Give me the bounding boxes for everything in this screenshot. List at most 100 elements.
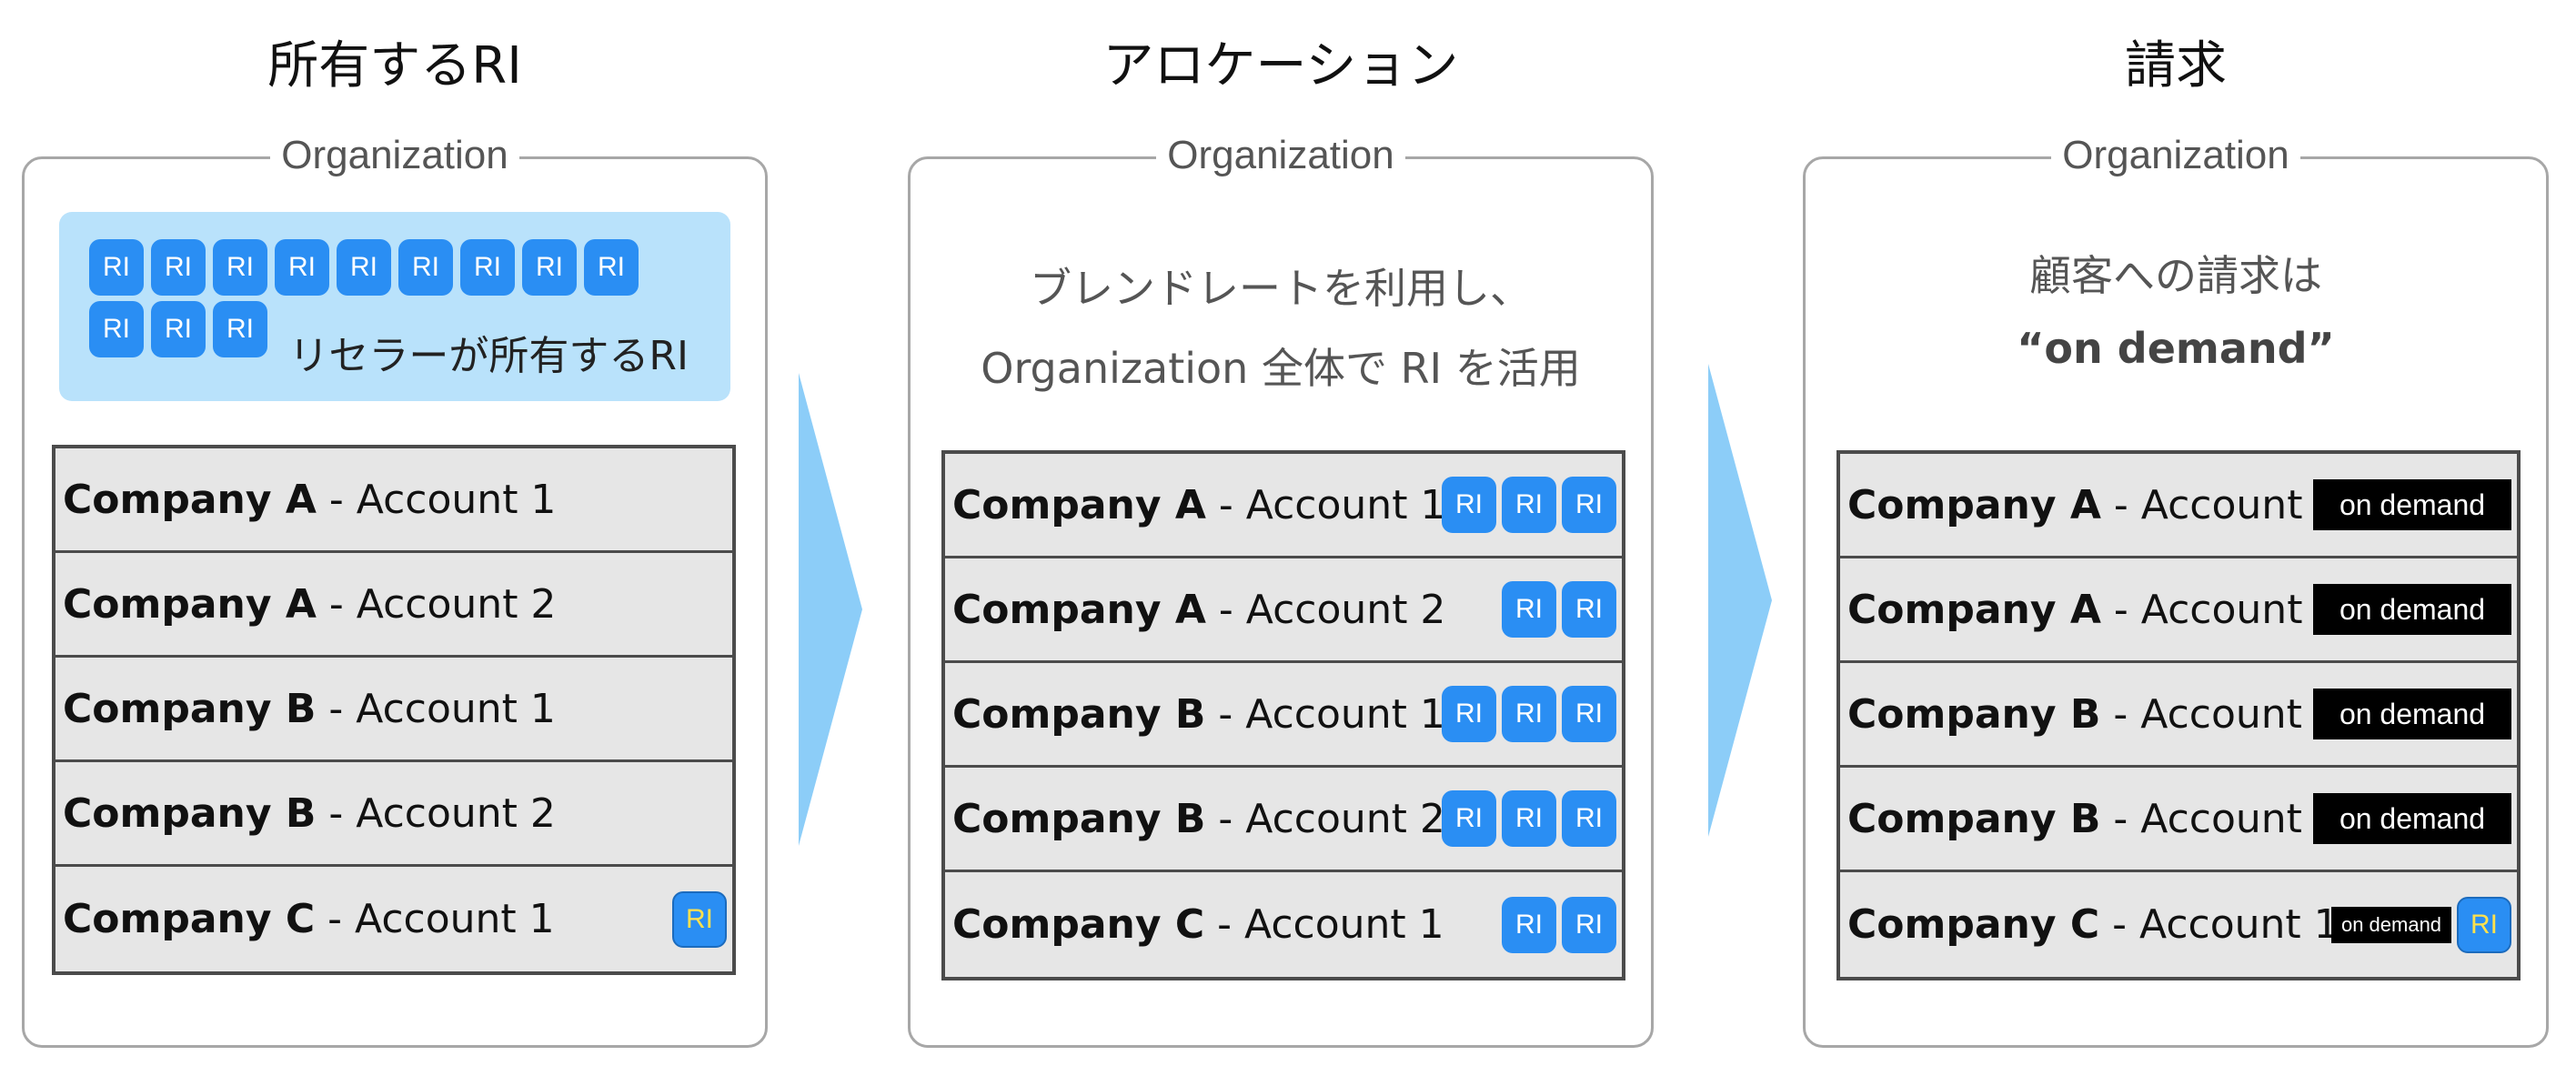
ri-chip-owned: RI [672,890,727,948]
column-title-allocation: アロケーション [1102,35,1459,96]
on-demand-badge: on demand [2313,584,2511,635]
ri-chip: RI [1502,581,1556,638]
ri-chip-owned: RI [2457,896,2511,953]
account-name: Company B - Account 2 [1847,796,2340,842]
company-name: Company C [952,901,1205,948]
company-name: Company C [1847,901,2100,948]
organization-legend: Organization [911,128,1651,183]
account-badges: on demand [2313,479,2511,530]
company-name: Company B [1847,795,2101,842]
ri-chip: RI [213,301,267,357]
on-demand-badge: on demand [2313,689,2511,739]
ri-chip: RI [337,239,391,296]
account-badges: on demand [2313,584,2511,635]
company-name: Company A [1847,481,2101,528]
account-label: - Account 2 [1205,586,1446,633]
account-name: Company B - Account 1 [952,691,1445,738]
organization-legend: Organization [25,128,765,183]
ri-chip: RI [1442,477,1496,533]
account-name: Company C - Account 1 [1847,901,2340,948]
account-label: - Account 2 [2100,586,2341,633]
account-badges: on demand [2313,689,2511,739]
account-name: Company A - Account 2 [63,581,556,628]
ri-chip: RI [1562,686,1616,742]
account-row: Company B - Account 2 [55,762,732,867]
ri-chip: RI [1562,477,1616,533]
account-label: - Account 1 [2100,690,2340,738]
on-demand-badge-small: on demand [2331,906,2451,943]
account-name: Company B - Account 2 [63,790,556,837]
account-name: Company B - Account 1 [1847,691,2340,738]
company-name: Company A [952,586,1206,633]
ri-pool-label: リセラーが所有するRI [288,333,689,379]
on-demand-badge: on demand [2313,793,2511,844]
account-label: - Account 1 [316,685,556,732]
billing-caption-line1: 顧客への請求は [2029,251,2322,300]
allocation-caption-line1: ブレンドレートを利用し、 [1030,264,1532,313]
arrow-right-icon [799,373,862,846]
ri-chip: RI [1562,790,1616,847]
billing-caption-emphasis: “on demand” [2017,324,2335,373]
ri-chip: RI [1502,896,1556,953]
company-name: Company B [63,789,317,837]
organization-panel-allocation: Organization ブレンドレートを利用し、 Organization 全… [908,128,1654,1048]
ri-chip: RI [89,301,144,357]
organization-panel-billing: Organization 顧客への請求は “on demand” Company… [1803,128,2549,1048]
company-name: Company B [952,690,1206,738]
ri-chip: RI [1442,686,1496,742]
account-row: Company B - Account 1 [55,658,732,762]
company-name: Company A [63,476,317,523]
ri-chip: RI [1502,686,1556,742]
company-name: Company B [63,685,317,732]
organization-legend: Organization [1806,128,2546,183]
ri-chip: RI [151,301,206,357]
ri-chip: RI [1442,790,1496,847]
company-name: Company A [952,481,1206,528]
column-title-owned-ri: 所有するRI [267,35,522,96]
account-row: Company C - Account 1 RI [55,867,732,971]
company-name: Company A [1847,586,2101,633]
account-name: Company A - Account 2 [1847,587,2340,633]
account-name: Company B - Account 1 [63,686,556,732]
ri-chip: RI [275,239,329,296]
account-name: Company A - Account 1 [63,477,556,523]
ri-chip: RI [1502,477,1556,533]
on-demand-badge: on demand [2313,479,2511,530]
ri-chip: RI [89,239,144,296]
ri-chip: RI [398,239,453,296]
account-name: Company B - Account 2 [952,796,1445,842]
ri-chip: RI [151,239,206,296]
ri-chip: RI [584,239,639,296]
company-name: Company A [63,580,317,628]
account-name: Company A - Account 1 [952,482,1445,528]
ri-chip: RI [1502,790,1556,847]
company-name: Company C [63,896,316,942]
account-label: - Account 1 [1205,481,1446,528]
account-name: Company C - Account 1 [63,896,555,942]
account-label: - Account 1 [1204,901,1444,948]
account-badges: on demand [2313,793,2511,844]
billing-caption-line2: “on demand” [1806,308,2546,388]
account-label: - Account 1 [1205,690,1445,738]
column-title-billing: 請求 [2125,35,2227,96]
account-label: - Account 2 [1205,795,1445,842]
ri-chip: RI [522,239,577,296]
account-label: - Account 1 [316,476,557,523]
account-name: Company A - Account 2 [952,587,1445,633]
